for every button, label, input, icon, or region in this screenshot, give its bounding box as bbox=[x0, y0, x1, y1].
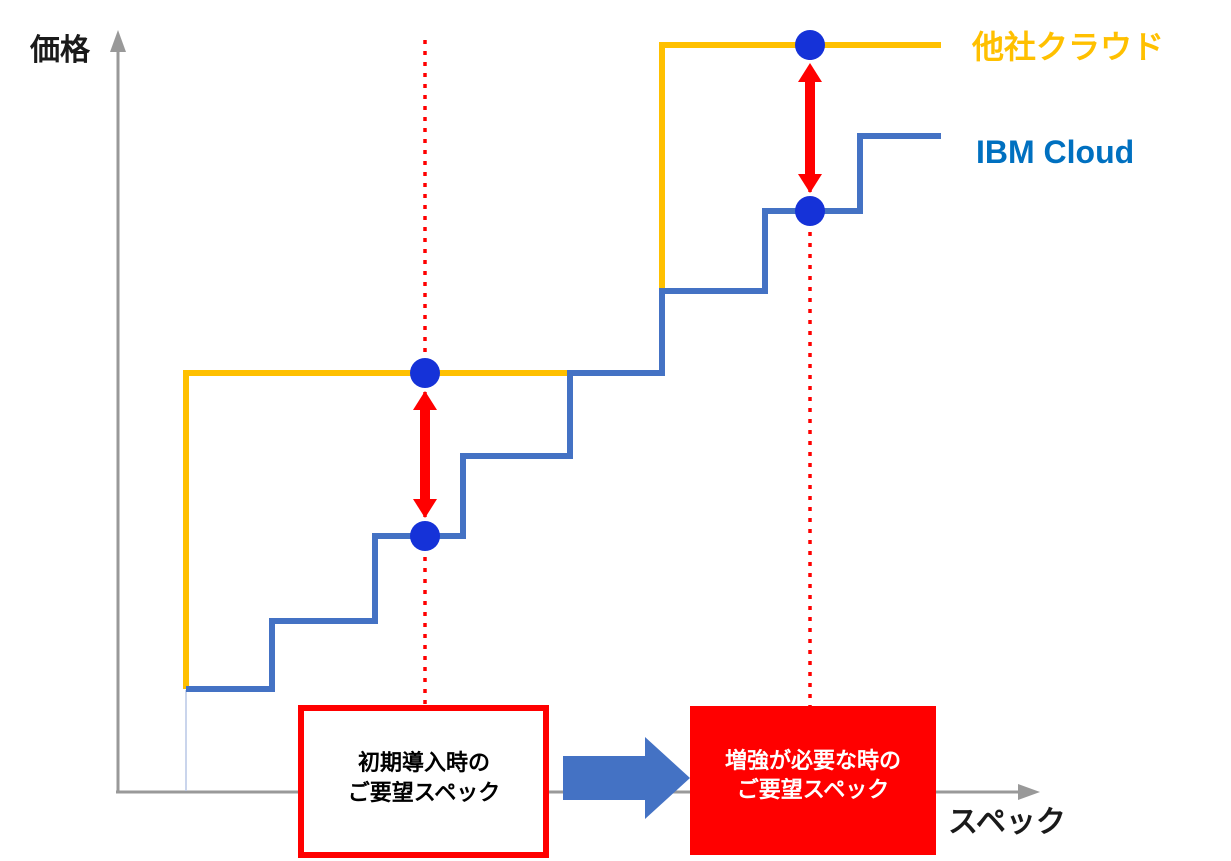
y-axis-arrowhead-icon bbox=[110, 30, 126, 52]
price-point-marker bbox=[410, 358, 440, 388]
chart-annotations-layer bbox=[410, 30, 825, 760]
upgrade-spec-callout: 増強が必要な時の ご要望スペック bbox=[690, 706, 936, 855]
legend-other-cloud: 他社クラウド bbox=[971, 29, 1164, 65]
price-gap-arrowhead-up-icon bbox=[413, 391, 437, 410]
price-point-marker bbox=[410, 521, 440, 551]
price-gap-arrowhead-down-icon bbox=[413, 499, 437, 518]
upgrade-spec-box bbox=[690, 706, 936, 855]
initial-spec-text-line1: 初期導入時の bbox=[358, 750, 490, 775]
axes bbox=[110, 30, 1040, 800]
x-axis-label: スペック bbox=[948, 806, 1066, 839]
initial-spec-callout: 初期導入時の ご要望スペック bbox=[298, 705, 549, 858]
initial-spec-text-line2: ご要望スペック bbox=[348, 780, 500, 805]
price-gap-arrowhead-down-icon bbox=[798, 174, 822, 193]
y-axis-label: 価格 bbox=[29, 34, 91, 67]
upgrade-spec-text-line2: ご要望スペック bbox=[737, 777, 889, 802]
price-point-marker bbox=[795, 196, 825, 226]
series-line-ibm-cloud bbox=[186, 133, 941, 692]
price-gap-arrowhead-up-icon bbox=[798, 63, 822, 82]
upgrade-spec-text-line1: 増強が必要な時の bbox=[725, 748, 901, 773]
transition-arrow-icon bbox=[563, 737, 690, 819]
initial-spec-box bbox=[298, 705, 549, 858]
price-point-marker bbox=[795, 30, 825, 60]
series-lines-layer bbox=[183, 42, 941, 692]
legend-ibm-cloud: IBM Cloud bbox=[976, 134, 1134, 170]
x-axis-arrowhead-icon bbox=[1018, 784, 1040, 800]
series-line-other-cloud bbox=[183, 42, 941, 689]
